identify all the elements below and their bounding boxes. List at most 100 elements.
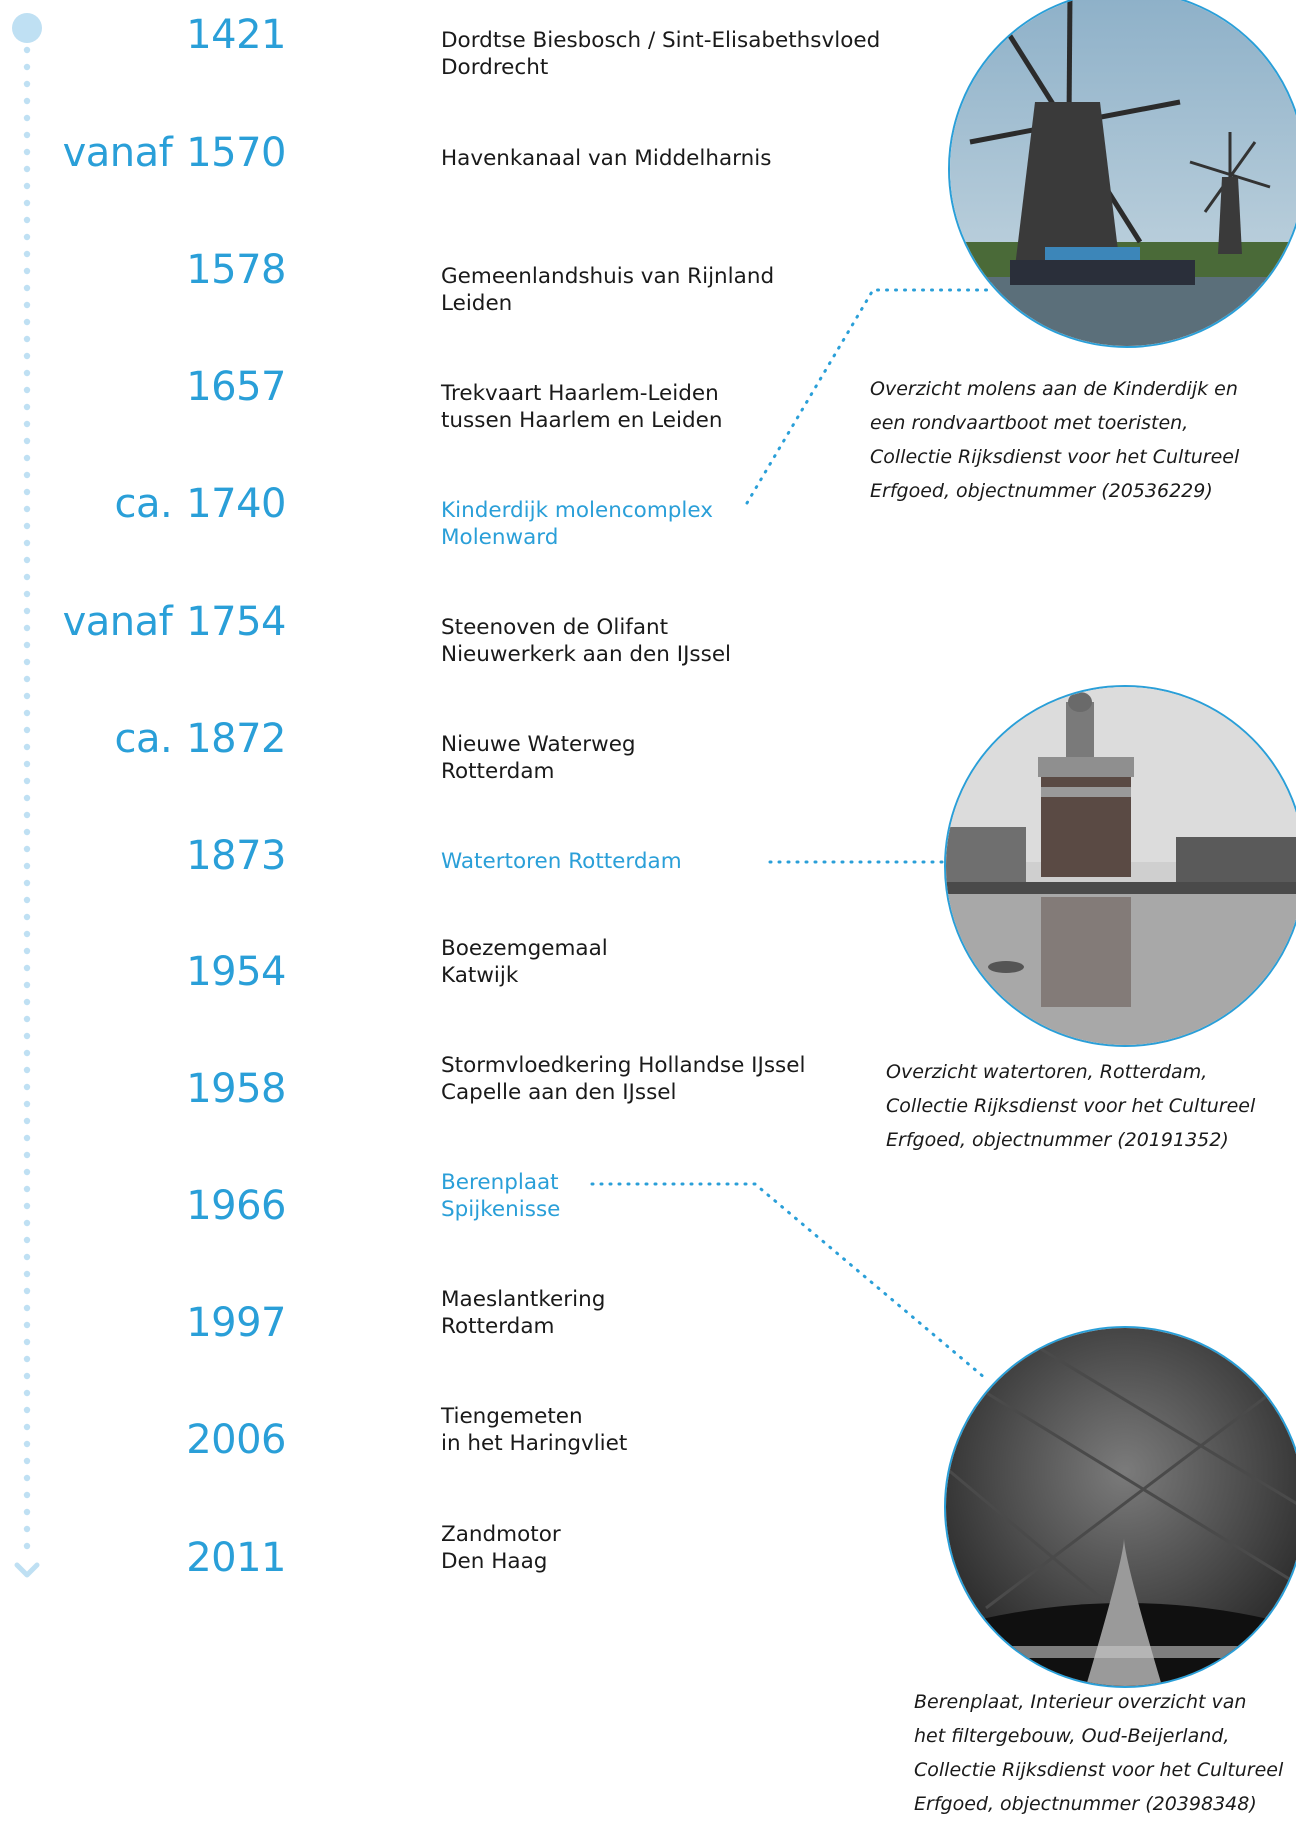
rail-dot — [23, 1015, 31, 1023]
entry-title: Tiengemeten — [441, 1404, 583, 1429]
rail-dot — [23, 1321, 31, 1329]
rail-dot — [23, 913, 31, 921]
rail-dot — [23, 97, 31, 105]
entry-location: Spijkenisse — [441, 1197, 561, 1222]
rail-dot — [23, 335, 31, 343]
rail-dot — [23, 743, 31, 751]
year-value: 2006 — [186, 1417, 286, 1463]
year-row-13: 2011 — [26, 1535, 286, 1581]
photo-caption-filter-building: Berenplaat, Interieur overzicht van het … — [914, 1685, 1283, 1821]
rail-dot — [23, 165, 31, 173]
entry-title: Steenoven de Olifant — [441, 615, 669, 640]
entry-title: Stormvloedkering Hollandse IJssel — [441, 1053, 806, 1078]
rail-dot — [23, 641, 31, 649]
rail-dot — [23, 1491, 31, 1499]
rail-dot — [23, 1236, 31, 1244]
rail-dot — [23, 386, 31, 394]
rail-dot — [23, 182, 31, 190]
rail-dot — [23, 1168, 31, 1176]
rail-dot — [23, 828, 31, 836]
rail-dot — [23, 63, 31, 71]
year-value: 1954 — [186, 949, 286, 995]
entry-location: tussen Haarlem en Leiden — [441, 408, 723, 433]
entry-title: Zandmotor — [441, 1522, 561, 1547]
rail-dot — [23, 267, 31, 275]
entry-location: Den Haag — [441, 1549, 548, 1574]
rail-dot — [23, 930, 31, 938]
entry-location: Dordrecht — [441, 55, 549, 80]
rail-dot — [23, 1440, 31, 1448]
year-value: 1740 — [186, 481, 286, 527]
year-row-3: 1657 — [26, 364, 286, 410]
rail-dot — [23, 1270, 31, 1278]
rail-dot — [23, 1049, 31, 1057]
rail-dot — [23, 233, 31, 241]
rail-dot — [23, 1219, 31, 1227]
year-row-6: ca. 1872 — [26, 716, 286, 762]
caption-line: Collectie Rijksdienst voor het Cultureel — [870, 446, 1240, 468]
year-value: 1421 — [186, 12, 286, 58]
rail-dot — [23, 1304, 31, 1312]
year-row-2: 1578 — [26, 247, 286, 293]
year-row-4: ca.1740 — [26, 481, 286, 527]
entry-title: Dordtse Biesbosch / Sint-Elisabethsvloed — [441, 28, 881, 53]
year-value: 1966 — [186, 1183, 286, 1229]
year-value: 1873 — [186, 833, 286, 879]
rail-dot — [23, 607, 31, 615]
rail-dot — [23, 1355, 31, 1363]
rail-dot — [23, 1372, 31, 1380]
year-value: 2011 — [186, 1535, 286, 1581]
year-value: 1578 — [186, 247, 286, 293]
rail-dot — [23, 539, 31, 547]
caption-line: Overzicht molens aan de Kinderdijk en — [870, 378, 1238, 400]
rail-dot — [23, 981, 31, 989]
rail-dot — [23, 352, 31, 360]
entry-title: Berenplaat — [441, 1170, 559, 1195]
rail-dots — [23, 46, 31, 1550]
entry-title: Kinderdijk molencomplex — [441, 498, 713, 523]
rail-dot — [23, 46, 31, 54]
rail-dot — [23, 1525, 31, 1533]
rail-dot — [23, 947, 31, 955]
entry-location: Rotterdam — [441, 1314, 555, 1339]
caption-line: Overzicht watertoren, Rotterdam, — [886, 1061, 1208, 1083]
rail-dot — [23, 726, 31, 734]
entry-location: Rotterdam — [441, 759, 555, 784]
rail-dot — [23, 437, 31, 445]
rail-dot — [23, 760, 31, 768]
year-value: 1872 — [186, 716, 286, 762]
caption-line: een rondvaartboot met toeristen, — [870, 412, 1189, 434]
rail-dot — [23, 1474, 31, 1482]
rail-dot — [23, 454, 31, 462]
year-prefix: ca. — [114, 716, 173, 762]
timeline-entry: Dordtse Biesbosch / Sint-Elisabethsvloed… — [441, 27, 911, 81]
entry-title: Trekvaart Haarlem-Leiden — [441, 381, 719, 406]
year-row-7: 1873 — [26, 833, 286, 879]
caption-line: Berenplaat, Interieur overzicht van — [914, 1691, 1247, 1713]
photo-caption-water-tower: Overzicht watertoren, Rotterdam, Collect… — [886, 1055, 1255, 1157]
rail-dot — [23, 114, 31, 122]
rail-dot — [23, 1389, 31, 1397]
entry-location: Leiden — [441, 291, 513, 316]
rail-dot — [23, 1083, 31, 1091]
rail-dot — [23, 998, 31, 1006]
photo-caption-windmills: Overzicht molens aan de Kinderdijk en ee… — [870, 372, 1239, 508]
year-prefix: vanaf — [62, 130, 173, 176]
year-value: 1958 — [186, 1066, 286, 1112]
rail-dot — [23, 556, 31, 564]
year-row-0: 1421 — [26, 12, 286, 58]
year-row-11: 1997 — [26, 1300, 286, 1346]
rail-dot — [23, 879, 31, 887]
rail-dot — [23, 1032, 31, 1040]
timeline-entry: Havenkanaal van Middelharnis — [441, 145, 911, 172]
rail-dot — [23, 1117, 31, 1125]
rail-dot — [23, 1134, 31, 1142]
